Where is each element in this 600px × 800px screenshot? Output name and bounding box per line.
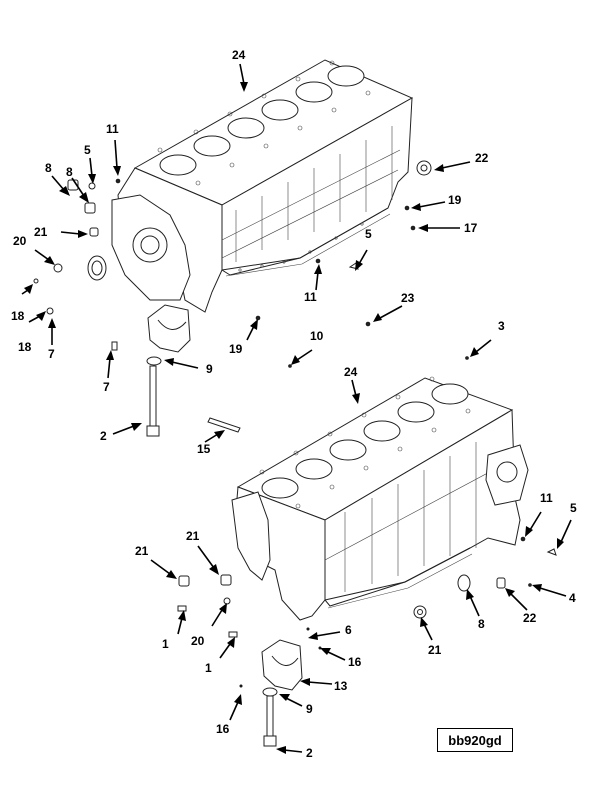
callout-label: 19	[448, 193, 462, 207]
upper-callout-labels: 24 11 5 8 8 21 20 18 18 7 7 9 2 15 10 19…	[11, 48, 489, 456]
figure-code-label: bb920gd	[437, 728, 513, 752]
callout-label: 9	[306, 702, 313, 716]
callout-label: 5	[365, 227, 372, 241]
callout-label: 4	[569, 591, 576, 605]
callout-label: 15	[197, 442, 211, 456]
callout-label: 21	[135, 544, 149, 558]
callout-label: 18	[11, 309, 25, 323]
callout-label: 19	[229, 342, 243, 356]
callout-label: 8	[478, 617, 485, 631]
callout-label: 17	[464, 221, 478, 235]
callout-label: 1	[162, 637, 169, 651]
callout-label: 9	[206, 362, 213, 376]
callout-label: 8	[45, 161, 52, 175]
callout-label: 24	[232, 48, 246, 62]
callout-label: 22	[523, 611, 537, 625]
callout-label: 5	[570, 501, 577, 515]
callout-label: 13	[334, 679, 348, 693]
callout-label: 10	[310, 329, 324, 343]
callout-label: 7	[103, 380, 110, 394]
callout-label: 3	[498, 319, 505, 333]
callout-label: 11	[106, 122, 119, 136]
callout-label: 16	[216, 722, 230, 736]
lower-cylinder-block	[231, 376, 529, 691]
callout-label: 23	[401, 291, 415, 305]
upper-loose-parts	[33, 160, 432, 437]
callout-label: 11	[540, 491, 553, 505]
callout-label: 21	[428, 643, 442, 657]
callout-label: 18	[18, 340, 32, 354]
callout-label: 7	[48, 347, 55, 361]
callout-label: 5	[84, 143, 91, 157]
callout-label: 16	[348, 655, 362, 669]
callout-label: 21	[34, 225, 48, 239]
upper-cylinder-block	[111, 59, 414, 353]
lower-callout-labels: 3 24 11 5 4 22 8 21 6 16 13 9 16 2 1 1 2…	[135, 319, 577, 760]
upper-callout-arrows	[21, 63, 471, 443]
callout-label: 21	[186, 529, 200, 543]
callout-label: 24	[344, 365, 358, 379]
callout-label: 2	[306, 746, 313, 760]
callout-label: 22	[475, 151, 489, 165]
callout-label: 1	[205, 661, 212, 675]
lower-callout-arrows	[150, 339, 572, 754]
callout-label: 20	[13, 234, 27, 248]
callout-label: 6	[345, 623, 352, 637]
callout-label: 8	[66, 165, 73, 179]
callout-label: 20	[191, 634, 205, 648]
callout-label: 2	[100, 429, 107, 443]
lower-loose-parts	[177, 356, 557, 747]
callout-label: 11	[304, 290, 317, 304]
